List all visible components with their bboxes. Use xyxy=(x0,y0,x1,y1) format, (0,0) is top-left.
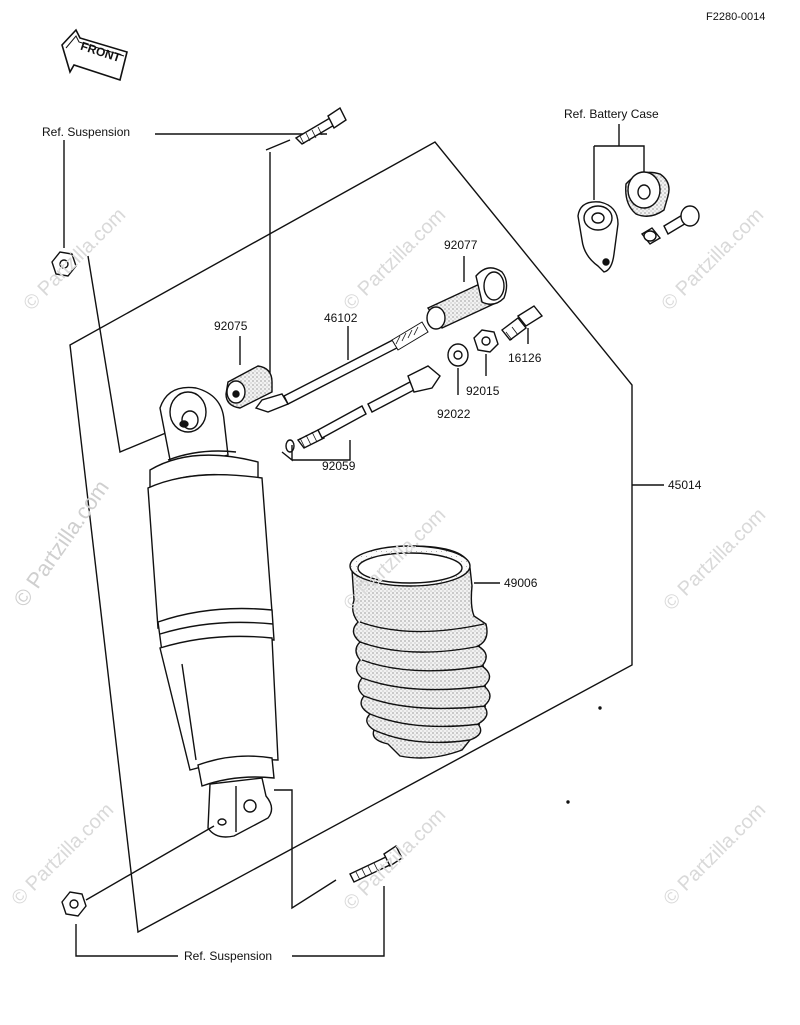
stud-92059 xyxy=(285,365,441,453)
nut-92015 xyxy=(473,329,499,353)
part-number-46102: 46102 xyxy=(324,311,358,325)
assembly-outline-45014 xyxy=(69,141,633,934)
leader-lower-nut xyxy=(85,825,215,901)
leader-bolt-to-92075 xyxy=(262,152,271,373)
part-number-16126: 16126 xyxy=(508,351,542,365)
battery-case-screw xyxy=(663,205,700,235)
part-number-92075: 92075 xyxy=(214,319,248,333)
ref-suspension-bottom-label: Ref. Suspension xyxy=(184,949,273,963)
leader-ref-susp-bottom-left xyxy=(75,924,178,957)
bolt-46102 xyxy=(254,321,429,413)
part-number-92059: 92059 xyxy=(322,459,356,473)
collar-92077 xyxy=(426,267,508,330)
shock-absorber-45014 xyxy=(147,386,279,838)
part-number-45014: 45014 xyxy=(668,478,702,492)
valve-16126 xyxy=(501,305,544,341)
part-number-92022: 92022 xyxy=(437,407,471,421)
diagram-code: F2280-0014 xyxy=(706,11,766,23)
upper-mount-nut xyxy=(51,251,77,277)
upper-mount-bolt xyxy=(294,106,347,145)
battery-case-washer xyxy=(640,227,662,245)
battery-case-grommet xyxy=(625,171,670,217)
ref-suspension-top-label: Ref. Suspension xyxy=(42,125,131,139)
front-arrow-icon xyxy=(61,28,128,82)
part-number-92077: 92077 xyxy=(444,238,478,252)
washer-92022 xyxy=(447,343,469,367)
leader-92059-b xyxy=(292,440,351,461)
leader-ref-susp-bottom-right xyxy=(292,886,385,957)
bushing-92075 xyxy=(225,365,273,409)
part-number-92015: 92015 xyxy=(466,384,500,398)
ref-battery-case-label: Ref. Battery Case xyxy=(564,107,659,121)
leader-lower-bolt xyxy=(274,789,337,910)
lower-mount-nut xyxy=(61,891,87,917)
boot-49006 xyxy=(349,545,491,759)
battery-case-bracket xyxy=(577,201,619,273)
leader-nut-to-eye xyxy=(87,255,186,453)
part-number-49006: 49006 xyxy=(504,576,538,590)
leader-battery-right xyxy=(594,145,645,172)
lower-mount-bolt xyxy=(349,844,403,883)
